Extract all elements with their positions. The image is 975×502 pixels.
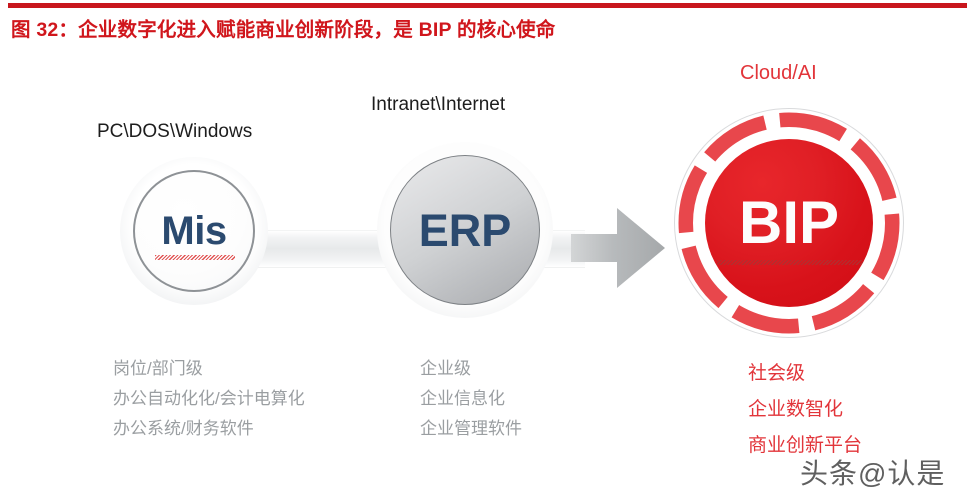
flow-arrow-right-icon <box>571 208 665 288</box>
mis-circle: Mis <box>133 170 255 292</box>
caption-bip: Cloud/AI <box>740 62 817 84</box>
desc-line: 商业创新平台 <box>748 435 863 456</box>
erp-label: ERP <box>418 204 512 256</box>
description-erp: 企业级 企业信息化 企业管理软件 <box>420 354 522 444</box>
bip-outer-outline <box>674 108 904 338</box>
node-bip: BIP <box>672 106 906 340</box>
mis-label: Mis <box>155 211 235 260</box>
desc-line: 企业信息化 <box>420 389 505 408</box>
desc-line: 社会级 <box>748 363 806 384</box>
erp-sphere: ERP <box>390 155 540 305</box>
desc-line: 办公系统/财务软件 <box>113 419 254 438</box>
spellcheck-squiggle-icon <box>155 255 235 260</box>
desc-line: 岗位/部门级 <box>113 359 203 378</box>
evolution-diagram: PC\DOS\Windows Mis 岗位/部门级 办公自动化化/会计电算化 办… <box>0 44 975 502</box>
bip-core-circle: BIP <box>705 139 873 307</box>
desc-line: 企业级 <box>420 359 471 378</box>
description-mis: 岗位/部门级 办公自动化化/会计电算化 办公系统/财务软件 <box>113 354 305 444</box>
caption-erp: Intranet\Internet <box>371 94 506 115</box>
node-erp: ERP <box>377 142 553 318</box>
description-bip: 社会级 企业数智化 商业创新平台 <box>748 356 862 464</box>
desc-line: 办公自动化化/会计电算化 <box>113 389 305 408</box>
desc-line: 企业数智化 <box>748 399 844 420</box>
bip-segmented-ring-icon <box>678 112 900 334</box>
watermark: 头条@认是 <box>800 458 946 489</box>
bip-label: BIP <box>716 193 864 265</box>
node-mis: Mis <box>120 157 268 305</box>
desc-line: 企业管理软件 <box>420 419 522 438</box>
page-title: 图 32：企业数字化进入赋能商业创新阶段，是 BIP 的核心使命 <box>11 19 556 41</box>
title-rule <box>8 3 967 8</box>
spellcheck-squiggle-icon <box>716 260 864 265</box>
caption-mis: PC\DOS\Windows <box>97 121 253 142</box>
